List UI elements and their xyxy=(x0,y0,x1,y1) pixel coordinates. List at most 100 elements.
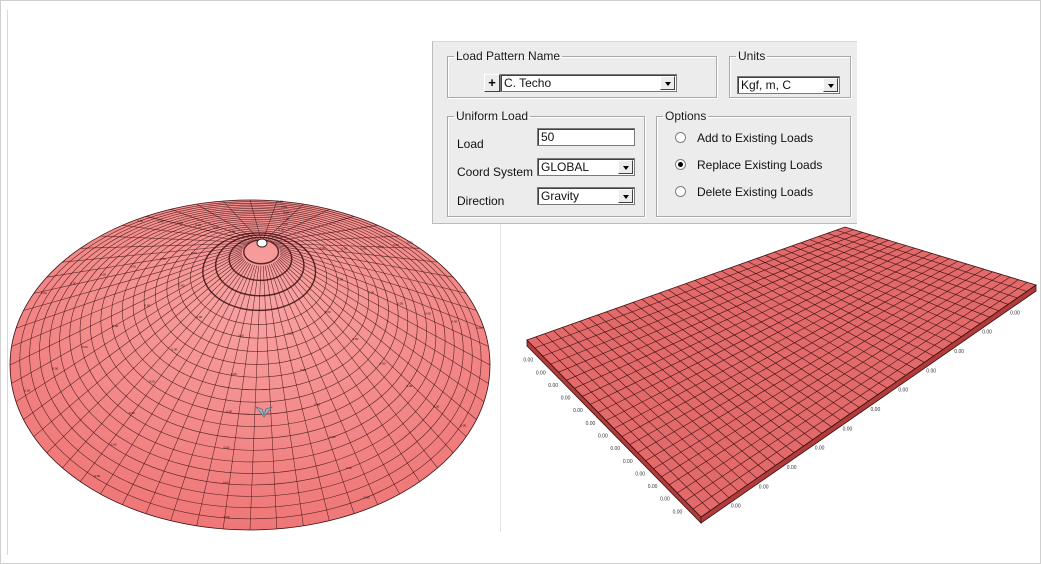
radio-replace-existing[interactable] xyxy=(675,159,686,170)
svg-text:0.00: 0.00 xyxy=(380,361,386,365)
svg-text:0.00: 0.00 xyxy=(586,421,596,427)
svg-text:0.00: 0.00 xyxy=(52,366,58,370)
uniform-load-group-label: Uniform Load xyxy=(456,109,529,123)
svg-text:0.00: 0.00 xyxy=(954,349,964,355)
svg-text:0.00: 0.00 xyxy=(843,426,853,432)
radio-add-existing[interactable] xyxy=(675,132,686,143)
svg-text:0.00: 0.00 xyxy=(393,243,399,247)
slab-load-labels: 0.000.000.000.000.000.000.000.000.000.00… xyxy=(523,310,1020,515)
svg-text:0.00: 0.00 xyxy=(407,384,413,388)
svg-text:0.00: 0.00 xyxy=(1010,310,1020,316)
svg-text:0.00: 0.00 xyxy=(229,230,235,234)
svg-text:0.00: 0.00 xyxy=(196,315,202,319)
units-group: Units xyxy=(729,50,851,98)
svg-text:0.00: 0.00 xyxy=(137,219,143,223)
dome-load-labels: 0.00 0.00 0.00 0.00 0.00 0.00 0.00 0.00 0.00 0.00… xyxy=(24,200,482,519)
svg-text:0.00: 0.00 xyxy=(130,264,136,268)
option-label: Delete Existing Loads xyxy=(697,185,814,199)
svg-text:0.00: 0.00 xyxy=(759,484,769,490)
svg-text:0.00: 0.00 xyxy=(660,497,670,503)
svg-text:0.00: 0.00 xyxy=(460,423,466,427)
svg-text:0.00: 0.00 xyxy=(425,311,431,315)
option-label: Replace Existing Loads xyxy=(697,158,823,172)
svg-text:0.00: 0.00 xyxy=(898,388,908,394)
svg-text:0.00: 0.00 xyxy=(100,272,106,276)
svg-text:0.00: 0.00 xyxy=(635,471,645,477)
load-pattern-group-label: Load Pattern Name xyxy=(456,49,561,63)
svg-text:0.00: 0.00 xyxy=(320,246,326,250)
svg-text:0.00: 0.00 xyxy=(648,484,658,490)
svg-text:0.00: 0.00 xyxy=(24,389,30,393)
radio-delete-existing[interactable] xyxy=(675,186,686,197)
svg-text:0.00: 0.00 xyxy=(177,221,183,225)
svg-text:0.00: 0.00 xyxy=(70,281,76,285)
svg-text:0.00: 0.00 xyxy=(548,383,558,389)
chevron-down-icon[interactable] xyxy=(823,78,838,92)
svg-text:0.00: 0.00 xyxy=(364,496,370,500)
svg-text:0.00: 0.00 xyxy=(82,345,88,349)
svg-text:0.00: 0.00 xyxy=(731,504,741,510)
svg-text:0.00: 0.00 xyxy=(283,216,289,220)
svg-text:0.00: 0.00 xyxy=(277,200,283,204)
svg-text:0.00: 0.00 xyxy=(982,330,992,336)
svg-text:0.00: 0.00 xyxy=(300,368,306,372)
chevron-down-icon[interactable] xyxy=(618,189,633,203)
svg-text:0.00: 0.00 xyxy=(41,291,47,295)
svg-text:0.00: 0.00 xyxy=(561,396,571,402)
load-value-input[interactable]: 50 xyxy=(537,128,635,146)
svg-text:0.00: 0.00 xyxy=(433,404,439,408)
slab-model-view[interactable]: 0.000.000.000.000.000.000.000.000.000.00… xyxy=(505,222,1041,532)
chevron-down-icon[interactable] xyxy=(618,160,633,174)
svg-text:0.00: 0.00 xyxy=(815,446,825,452)
svg-text:0.00: 0.00 xyxy=(314,403,320,407)
svg-text:0.00: 0.00 xyxy=(623,459,633,465)
direction-dropdown[interactable]: Gravity xyxy=(537,187,635,205)
load-pattern-group: Load Pattern Name xyxy=(447,50,717,98)
svg-text:0.00: 0.00 xyxy=(231,372,237,376)
svg-text:0.00: 0.00 xyxy=(325,310,331,314)
svg-text:0.00: 0.00 xyxy=(523,358,533,364)
option-label: Add to Existing Loads xyxy=(697,131,814,145)
load-pattern-dropdown[interactable]: C. Techo xyxy=(500,74,677,92)
svg-text:0.00: 0.00 xyxy=(112,324,118,328)
svg-text:0.00: 0.00 xyxy=(361,246,367,250)
svg-text:0.00: 0.00 xyxy=(926,368,936,374)
dome-model-view[interactable]: 0.00 0.00 0.00 0.00 0.00 0.00 0.00 0.00 0.00 0.00… xyxy=(0,130,500,550)
left-edge-line xyxy=(7,10,8,555)
options-group-label: Options xyxy=(665,109,707,123)
svg-text:0.00: 0.00 xyxy=(238,333,244,337)
svg-text:0.00: 0.00 xyxy=(341,247,347,251)
svg-text:0.00: 0.00 xyxy=(610,446,620,452)
svg-text:0.00: 0.00 xyxy=(224,515,230,519)
svg-text:0.00: 0.00 xyxy=(451,319,457,323)
assign-area-loads-dialog: Load Pattern Name + C. Techo Units Kgf, … xyxy=(432,41,857,224)
svg-text:0.00: 0.00 xyxy=(281,205,287,209)
chevron-down-icon[interactable] xyxy=(660,76,675,90)
svg-text:0.00: 0.00 xyxy=(536,370,546,376)
svg-text:0.00: 0.00 xyxy=(287,331,293,335)
svg-text:0.00: 0.00 xyxy=(407,241,413,245)
direction-label: Direction xyxy=(457,194,505,208)
svg-text:0.00: 0.00 xyxy=(158,220,164,224)
support-marker-icon xyxy=(255,406,273,418)
svg-text:0.00: 0.00 xyxy=(337,277,343,281)
svg-text:0.00: 0.00 xyxy=(346,466,352,470)
dome-mesh xyxy=(9,199,491,531)
coord-system-dropdown[interactable]: GLOBAL xyxy=(537,158,635,176)
svg-text:0.00: 0.00 xyxy=(330,435,336,439)
svg-text:0.00: 0.00 xyxy=(195,223,201,227)
svg-text:0.00: 0.00 xyxy=(368,291,374,295)
svg-text:0.00: 0.00 xyxy=(477,326,483,330)
coord-system-value: GLOBAL xyxy=(541,160,590,174)
svg-text:0.00: 0.00 xyxy=(172,348,178,352)
svg-text:0.00: 0.00 xyxy=(145,304,151,308)
uniform-load-group: Uniform Load xyxy=(447,110,645,217)
svg-text:0.00: 0.00 xyxy=(129,411,135,415)
svg-text:0.00: 0.00 xyxy=(397,302,403,306)
svg-text:0.00: 0.00 xyxy=(160,257,166,261)
svg-text:0.00: 0.00 xyxy=(191,251,197,255)
load-label: Load xyxy=(457,137,484,151)
svg-text:0.00: 0.00 xyxy=(224,446,230,450)
units-dropdown[interactable]: Kgf, m, C xyxy=(737,76,840,94)
add-load-pattern-button[interactable]: + xyxy=(484,74,500,92)
